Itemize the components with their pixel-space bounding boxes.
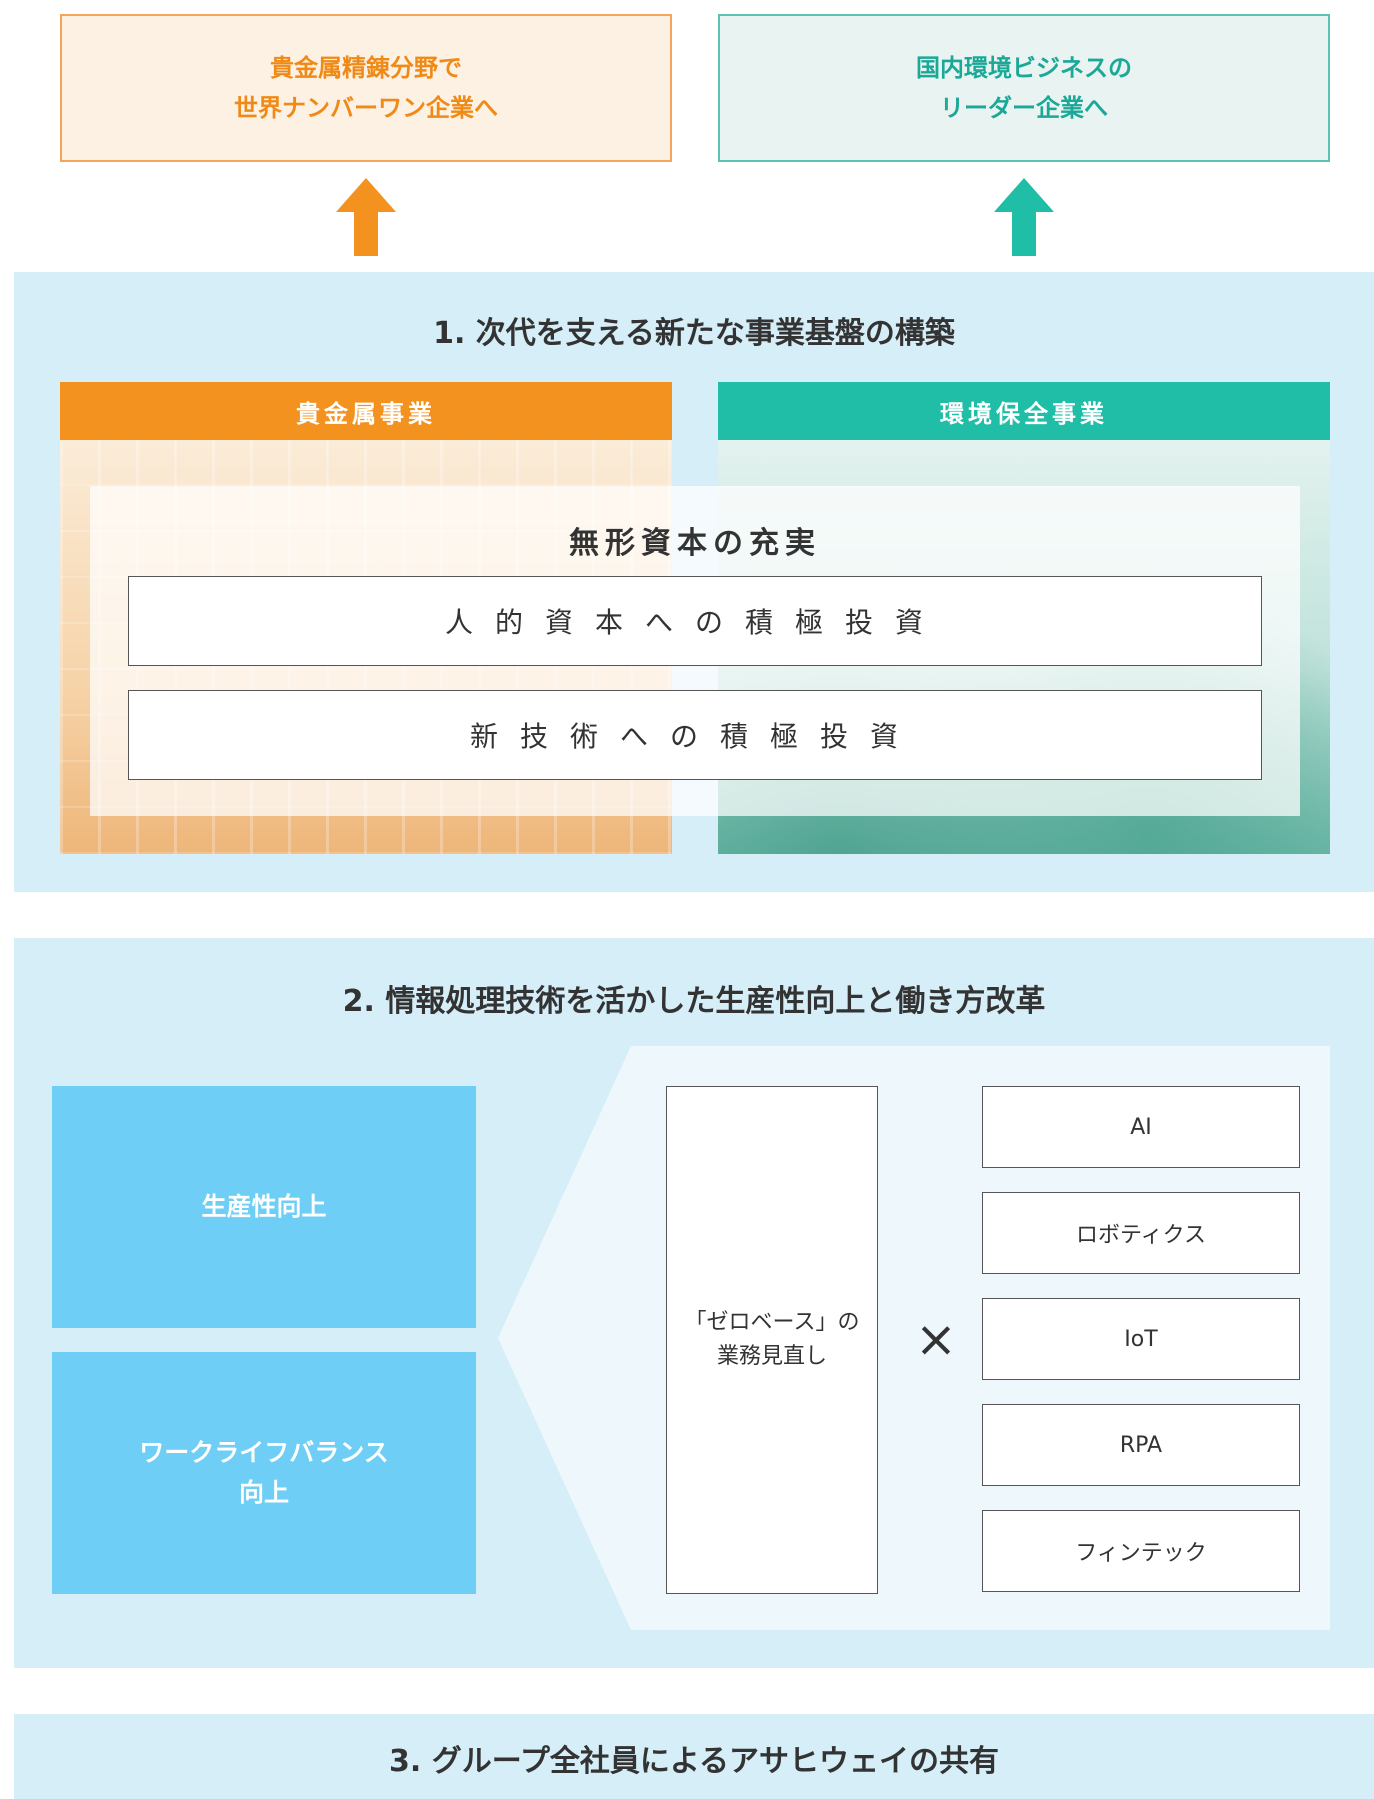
work-life-balance-box: ワークライフバランス 向上 xyxy=(52,1352,476,1594)
tech-robotics: ロボティクス xyxy=(982,1192,1300,1274)
intangible-capital-title: 無形資本の充実 xyxy=(569,526,821,561)
up-arrow-orange-icon xyxy=(336,178,396,256)
tech-ai: AI xyxy=(982,1086,1300,1168)
section3-panel: 3. グループ全社員によるアサヒウェイの共有 xyxy=(14,1714,1374,1799)
up-arrow-teal-icon xyxy=(994,178,1054,256)
tech-iot: IoT xyxy=(982,1298,1300,1380)
human-capital-investment: 人的資本への積極投資 xyxy=(128,576,1262,666)
business-precious-metals-header: 貴金属事業 xyxy=(60,382,672,440)
multiply-sign: × xyxy=(915,1310,957,1368)
business-environment-header: 環境保全事業 xyxy=(718,382,1330,440)
section2-title: 2. 情報処理技術を活かした生産性向上と働き方改革 xyxy=(342,984,1046,1019)
section1-title: 1. 次代を支える新たな事業基盤の構築 xyxy=(433,316,955,351)
tech-rpa: RPA xyxy=(982,1404,1300,1486)
new-technology-investment: 新技術への積極投資 xyxy=(128,690,1262,780)
zero-base-review-box: 「ゼロベース」の 業務見直し xyxy=(666,1086,878,1594)
tech-fintech: フィンテック xyxy=(982,1510,1300,1592)
productivity-box: 生産性向上 xyxy=(52,1086,476,1328)
goal-precious-metals: 貴金属精錬分野で 世界ナンバーワン企業へ xyxy=(60,14,672,162)
section3-title: 3. グループ全社員によるアサヒウェイの共有 xyxy=(388,1744,999,1779)
goal-environment: 国内環境ビジネスの リーダー企業へ xyxy=(718,14,1330,162)
